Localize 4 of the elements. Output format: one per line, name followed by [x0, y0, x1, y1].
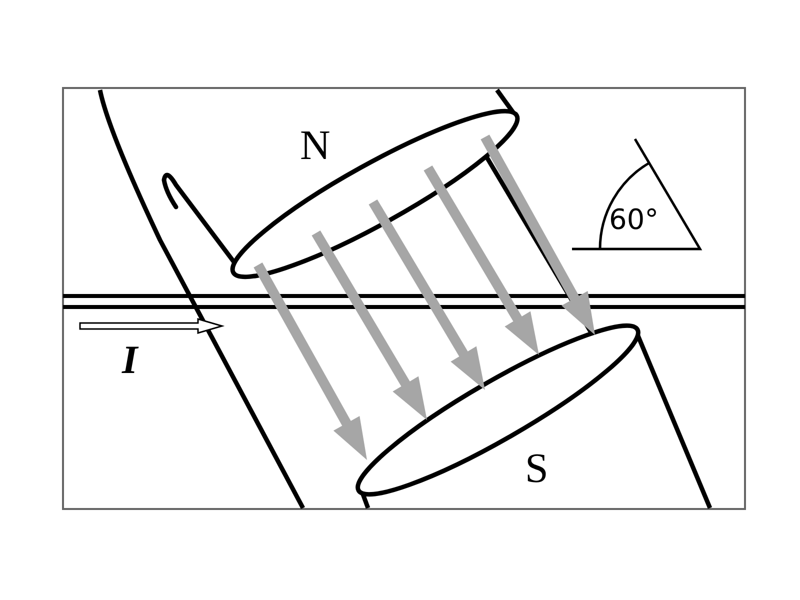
angle-label: 60° — [609, 206, 659, 234]
current-label: I — [122, 340, 138, 380]
pole-label: S — [525, 448, 548, 490]
pole-label: N — [300, 125, 330, 167]
